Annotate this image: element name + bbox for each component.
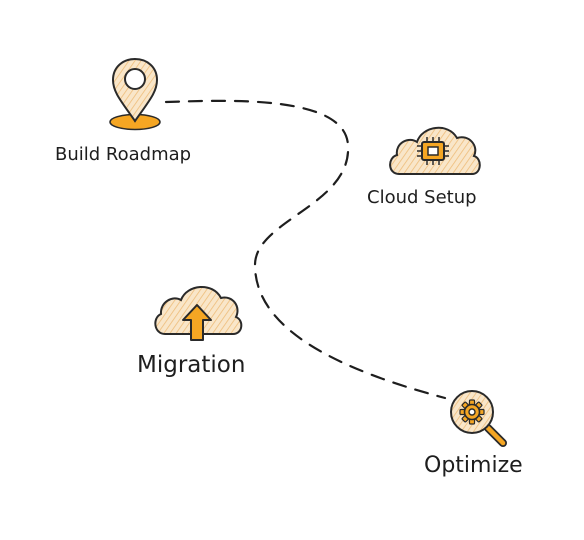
cloud-upload-icon <box>154 286 243 341</box>
map-pin-icon <box>109 57 161 131</box>
step-label-optimize: Optimize <box>424 453 523 478</box>
step-label-build-roadmap: Build Roadmap <box>55 144 192 165</box>
cloud-chip-icon <box>389 127 481 175</box>
journey-path <box>164 99 447 400</box>
gear-magnifier-icon <box>450 390 507 447</box>
step-label-migration: Migration <box>137 352 246 378</box>
step-label-cloud-setup: Cloud Setup <box>367 187 477 208</box>
